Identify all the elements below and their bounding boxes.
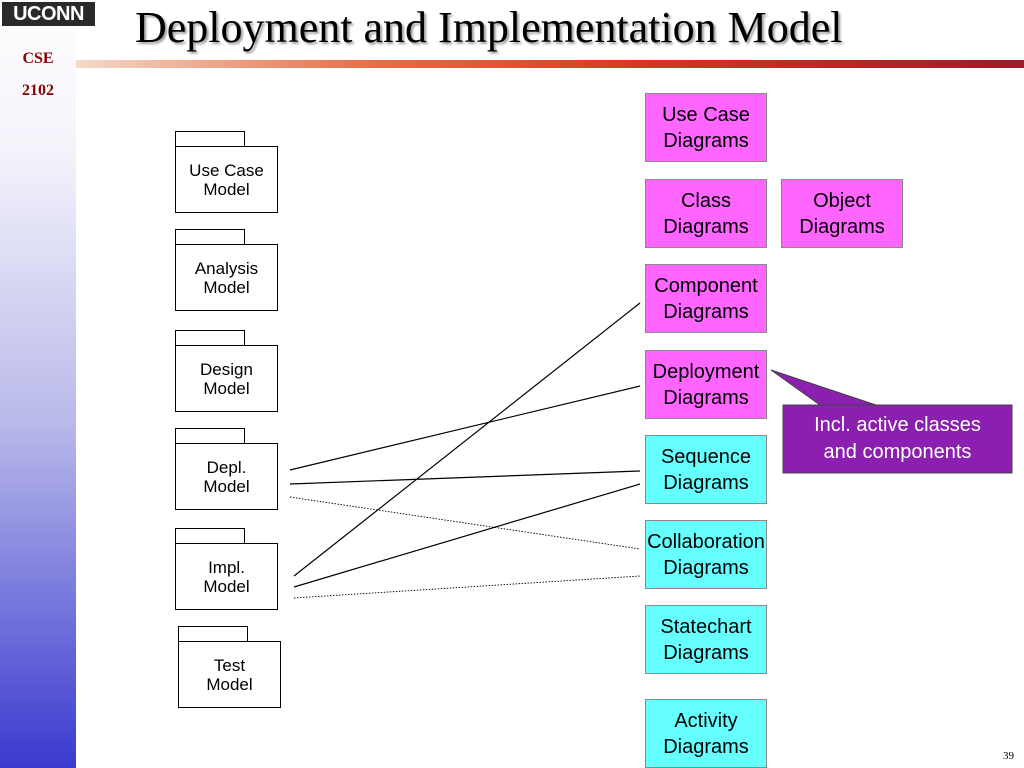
activity-diagrams-box: Activity Diagrams (645, 699, 767, 768)
package-label: Use Case Model (175, 146, 278, 213)
deployment-diagrams-box: Deployment Diagrams (645, 350, 767, 419)
package-tab (178, 626, 248, 642)
use-case-diagrams-box: Use Case Diagrams (645, 93, 767, 162)
callout-pointer (770, 369, 877, 406)
callout-text: Incl. active classes and components (814, 414, 981, 463)
package-tab (175, 229, 245, 245)
package-label: Analysis Model (175, 244, 278, 311)
package-label: Impl. Model (175, 543, 278, 610)
link-impl-sequence (293, 483, 641, 588)
class-diagrams-box: Class Diagrams (645, 179, 767, 248)
sequence-diagrams-box: Sequence Diagrams (645, 435, 767, 504)
link-impl-collaboration (293, 575, 641, 599)
link-depl-deployment (289, 385, 641, 471)
package-tab (175, 330, 245, 346)
title-rule (76, 60, 1024, 68)
package-tab (175, 528, 245, 544)
link-depl-collaboration (289, 496, 641, 550)
collaboration-diagrams-box: Collaboration Diagrams (645, 520, 767, 589)
object-diagrams-box: Object Diagrams (781, 179, 903, 248)
package-label: Test Model (178, 641, 281, 708)
slide-title: Deployment and Implementation Model (135, 3, 843, 52)
logo-text: UCONN (2, 2, 95, 26)
package-label: Design Model (175, 345, 278, 412)
sidebar (0, 0, 76, 768)
link-depl-sequence (289, 470, 641, 485)
package-tab (175, 131, 245, 147)
uconn-logo: UCONN (0, 0, 97, 28)
link-impl-component (293, 302, 641, 577)
package-label: Depl. Model (175, 443, 278, 510)
course-code-line1: CSE (22, 50, 54, 67)
page-number: 39 (1003, 750, 1014, 762)
course-code-line2: 2102 (22, 82, 54, 99)
statechart-diagrams-box: Statechart Diagrams (645, 605, 767, 674)
package-tab (175, 428, 245, 444)
component-diagrams-box: Component Diagrams (645, 264, 767, 333)
